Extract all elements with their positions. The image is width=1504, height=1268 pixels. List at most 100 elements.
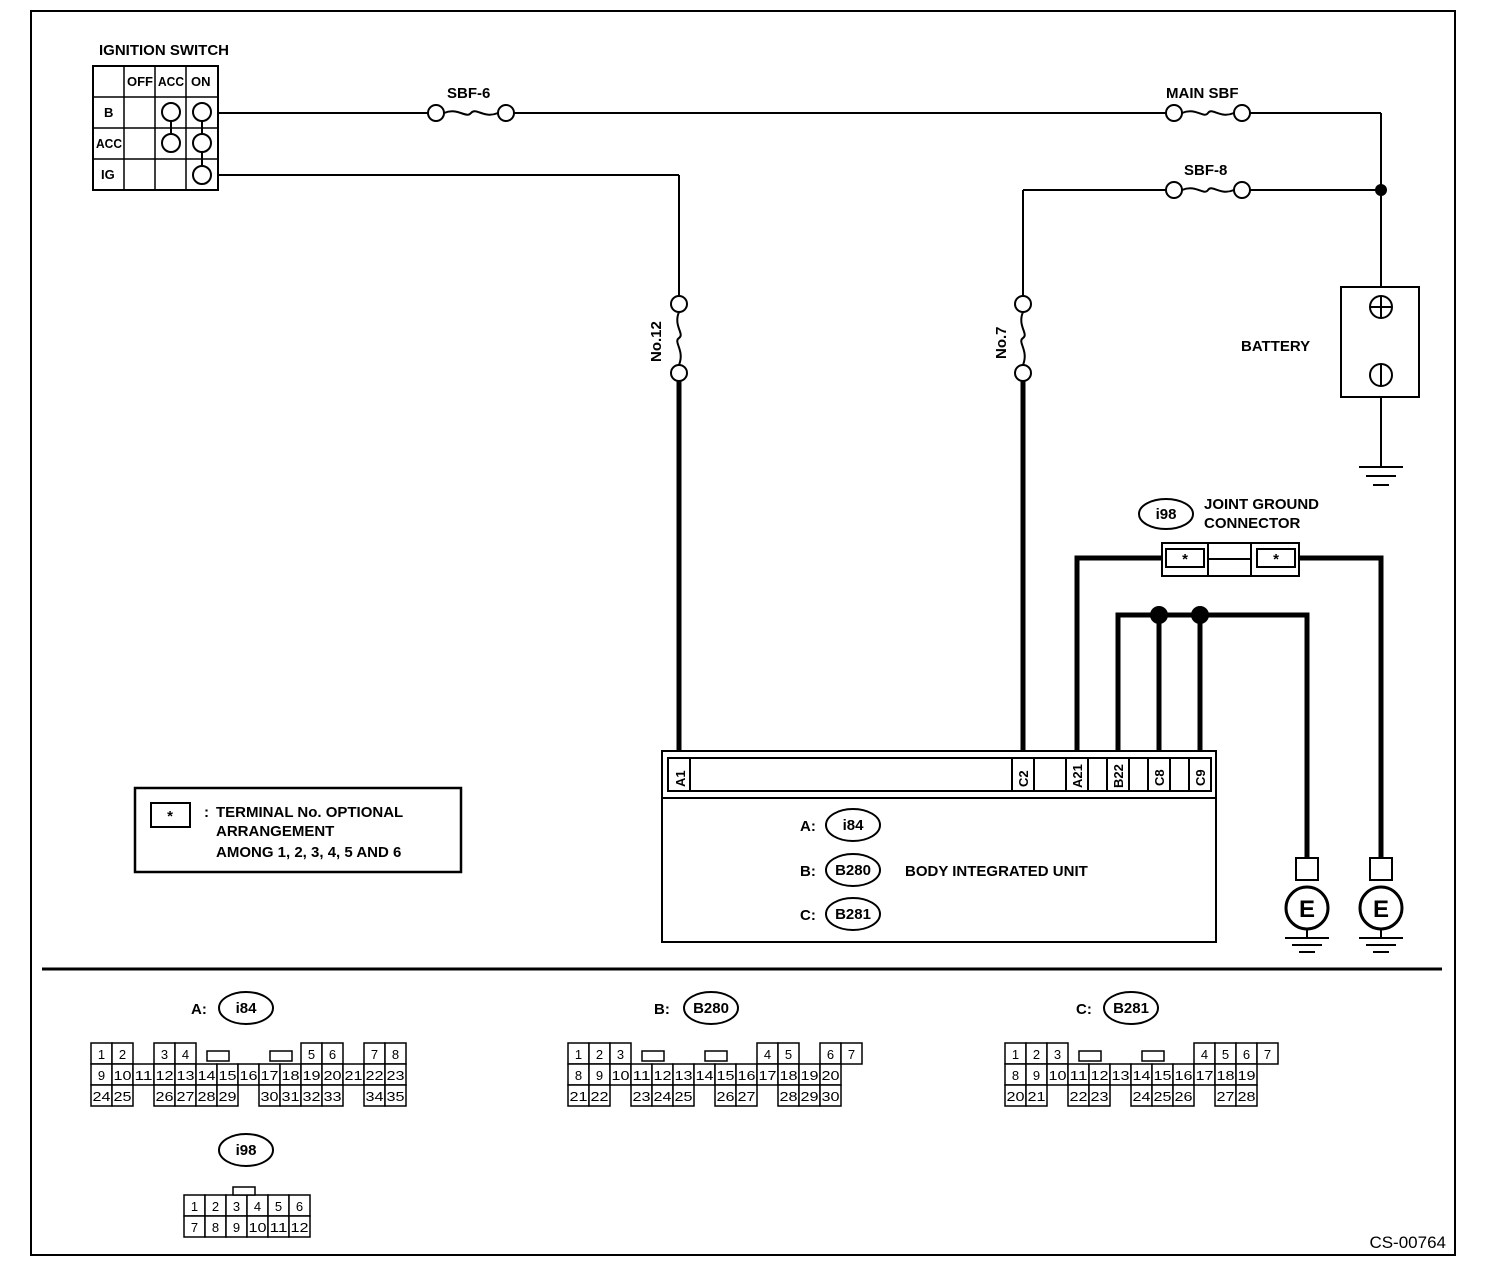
wire-sbf8-line	[1022, 189, 1381, 296]
pin-number: 26	[1175, 1089, 1193, 1104]
junction-dot	[1191, 606, 1209, 624]
terminal-b22: B22	[1111, 764, 1126, 788]
pin-number: 23	[1091, 1089, 1109, 1104]
pin-number: 6	[1243, 1047, 1250, 1062]
junction-dot	[1375, 184, 1387, 196]
joint-ground-connector: i98 JOINT GROUND CONNECTOR * *	[1138, 496, 1319, 577]
pin-number: 3	[161, 1047, 168, 1062]
pin-number: 16	[738, 1068, 756, 1083]
pin-cell	[672, 1084, 695, 1107]
pin-number: 14	[1133, 1068, 1151, 1083]
pin-number: 9	[98, 1068, 105, 1083]
connector-lock-tab	[269, 1050, 293, 1062]
pin-number: 8	[212, 1220, 219, 1235]
pin-number: 8	[575, 1068, 582, 1083]
pin-number: 25	[1154, 1089, 1172, 1104]
pin-number: 28	[198, 1089, 216, 1104]
terminal-c8: C8	[1152, 769, 1167, 786]
pin-number: 28	[1238, 1089, 1256, 1104]
fuse-no12-label: No.12	[648, 321, 665, 362]
connector-lock-tab	[704, 1050, 728, 1062]
pin-number: 27	[1217, 1089, 1235, 1104]
connector-lock-tab	[206, 1050, 230, 1062]
pinout-j-id: i98	[236, 1142, 257, 1159]
switch-col-acc: ACC	[158, 74, 185, 89]
pin-number: 29	[801, 1089, 819, 1104]
note-box: * : TERMINAL No. OPTIONAL ARRANGEMENT AM…	[133, 786, 463, 874]
unit-connector-a-prefix: A:	[800, 818, 816, 835]
pin-number: 7	[848, 1047, 855, 1062]
diagram-code: CS-00764	[1369, 1233, 1446, 1252]
battery: BATTERY	[1241, 286, 1420, 486]
pin-number: 11	[135, 1068, 153, 1083]
pin-number: 21	[345, 1068, 363, 1083]
pin-number: 21	[570, 1089, 588, 1104]
pin-number: 18	[780, 1068, 798, 1083]
pinout-c-id: B281	[1113, 1000, 1149, 1017]
pin-number: 1	[575, 1047, 582, 1062]
pinout-a-prefix: A:	[191, 1001, 207, 1018]
pinout-c-header: C: B281	[1076, 991, 1159, 1025]
pin-number: 16	[1175, 1068, 1193, 1083]
pin-number: 22	[366, 1068, 384, 1083]
ignition-switch-title: IGNITION SWITCH	[99, 42, 229, 59]
pin-number: 7	[371, 1047, 378, 1062]
pin-number: 14	[696, 1068, 714, 1083]
pin-number: 20	[324, 1068, 342, 1083]
diagram-frame	[30, 10, 1456, 1256]
pin-cell	[384, 1084, 407, 1107]
pin-number: 12	[654, 1068, 672, 1083]
pinout-b-header: B: B280	[654, 991, 739, 1025]
pin-cell	[1172, 1084, 1195, 1107]
pin-number: 11	[1070, 1068, 1088, 1083]
pin-number: 15	[219, 1068, 237, 1083]
pin-number: 17	[1196, 1068, 1214, 1083]
pin-cell	[216, 1084, 239, 1107]
pin-number: 9	[1033, 1068, 1040, 1083]
pin-number: 10	[114, 1068, 132, 1083]
pin-cell	[819, 1084, 842, 1107]
terminal-c2: C2	[1016, 770, 1031, 787]
joint-ground-label-2: CONNECTOR	[1204, 515, 1301, 532]
fuse-main-sbf: MAIN SBF	[1165, 85, 1251, 122]
pin-number: 23	[387, 1068, 405, 1083]
pin-number: 8	[392, 1047, 399, 1062]
pin-cell	[1235, 1084, 1258, 1107]
pin-number: 2	[596, 1047, 603, 1062]
pin-number: 12	[291, 1220, 309, 1235]
pin-number: 4	[182, 1047, 189, 1062]
unit-connector-c-prefix: C:	[800, 907, 816, 924]
pin-number: 1	[98, 1047, 105, 1062]
pin-number: 34	[366, 1089, 384, 1104]
pin-number: 4	[254, 1199, 261, 1214]
pin-number: 23	[633, 1089, 651, 1104]
pin-number: 19	[1238, 1068, 1256, 1083]
pin-number: 4	[1201, 1047, 1208, 1062]
pin-number: 9	[233, 1220, 240, 1235]
ground-wires	[1074, 555, 1384, 858]
pinout-c-prefix: C:	[1076, 1001, 1092, 1018]
pinout-a-header: A: i84	[191, 991, 274, 1025]
note-line-1: TERMINAL No. OPTIONAL	[216, 804, 403, 821]
switch-col-on: ON	[191, 74, 211, 89]
pin-number: 12	[156, 1068, 174, 1083]
pin-number: 15	[1154, 1068, 1172, 1083]
pin-number: 35	[387, 1089, 405, 1104]
wire-ig-line	[218, 174, 680, 296]
pin-cell	[1256, 1042, 1279, 1065]
pin-number: 18	[1217, 1068, 1235, 1083]
pin-number: 7	[1264, 1047, 1271, 1062]
ground-e-label: E	[1373, 896, 1389, 923]
wire-b-line	[218, 112, 1382, 296]
pin-number: 6	[827, 1047, 834, 1062]
pin-number: 17	[759, 1068, 777, 1083]
fuse-sbf6-label: SBF-6	[447, 85, 490, 102]
pinout-b-prefix: B:	[654, 1001, 670, 1018]
pin-number: 13	[177, 1068, 195, 1083]
ground-symbol-icon	[1285, 937, 1329, 953]
fuse-sbf8-label: SBF-8	[1184, 162, 1227, 179]
body-integrated-unit: A1 C2 A21 B22 C8 C9 A: i84 B: B280 C: B2…	[661, 750, 1217, 943]
pin-number: 26	[156, 1089, 174, 1104]
